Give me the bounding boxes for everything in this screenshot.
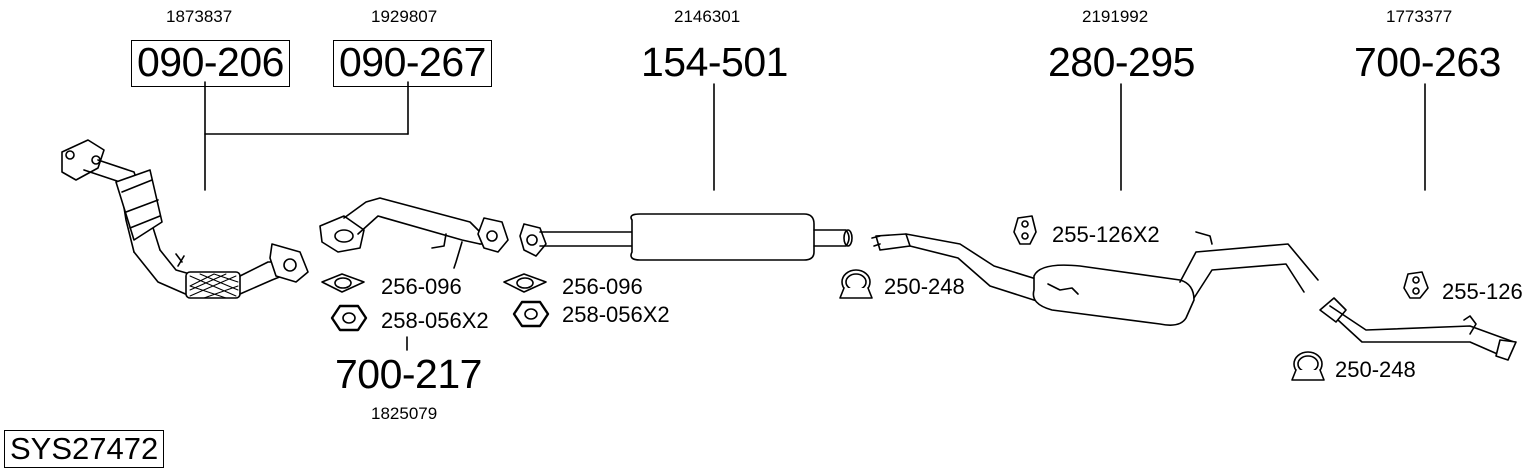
oem-number-280-295: 2191992 bbox=[1082, 7, 1149, 26]
clamp-icon bbox=[839, 269, 873, 299]
accessory-label[interactable]: 250-248 bbox=[1335, 357, 1416, 382]
center-silencer-icon bbox=[519, 213, 853, 261]
rubber-mount-icon bbox=[1403, 271, 1429, 299]
oem-number-154-501: 2146301 bbox=[674, 7, 741, 26]
accessory-label[interactable]: 256-096 bbox=[562, 274, 643, 299]
oem-number-700-263: 1773377 bbox=[1386, 7, 1453, 26]
part-number-700-217[interactable]: 700-217 bbox=[335, 351, 482, 397]
tail-pipe-icon bbox=[1319, 297, 1517, 361]
gasket-icon bbox=[503, 273, 547, 293]
rear-silencer-icon bbox=[871, 231, 1319, 326]
accessory-label[interactable]: 255-126 bbox=[1442, 279, 1523, 304]
part-number-280-295[interactable]: 280-295 bbox=[1048, 39, 1195, 85]
accessory-label[interactable]: 250-248 bbox=[884, 274, 965, 299]
accessory-label[interactable]: 258-056X2 bbox=[562, 302, 670, 327]
accessory-label[interactable]: 258-056X2 bbox=[381, 308, 489, 333]
accessory-label[interactable]: 255-126X2 bbox=[1052, 222, 1160, 247]
oem-number-090-206: 1873837 bbox=[166, 7, 233, 26]
part-number-090-267[interactable]: 090-267 bbox=[333, 40, 492, 87]
front-pipe-icon bbox=[319, 197, 509, 269]
rubber-mount-icon bbox=[1013, 215, 1037, 245]
oem-number-090-267: 1929807 bbox=[371, 7, 438, 26]
accessory-label[interactable]: 256-096 bbox=[381, 274, 462, 299]
nut-icon bbox=[330, 304, 368, 332]
oem-number-700-217: 1825079 bbox=[371, 404, 438, 423]
gasket-icon bbox=[321, 273, 365, 293]
catalytic-converter-icon bbox=[61, 139, 309, 299]
nut-icon bbox=[512, 300, 550, 328]
clamp-icon bbox=[1291, 351, 1325, 381]
part-number-700-263[interactable]: 700-263 bbox=[1354, 39, 1501, 85]
part-number-090-206[interactable]: 090-206 bbox=[131, 40, 290, 87]
leader-lines bbox=[204, 81, 1426, 351]
part-number-154-501[interactable]: 154-501 bbox=[641, 39, 788, 85]
system-code: SYS27472 bbox=[4, 430, 165, 468]
